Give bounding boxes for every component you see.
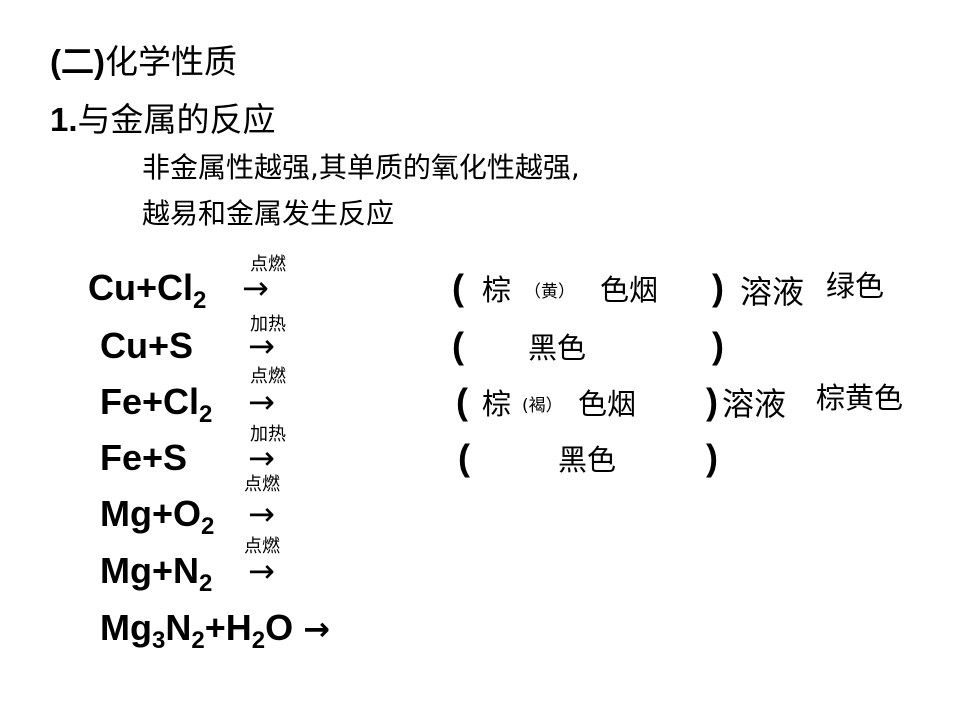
close-paren: ) — [712, 267, 724, 308]
solution-color: 绿色 — [826, 269, 885, 303]
solution-color: 棕黄色 — [816, 381, 904, 415]
equation-mg-o2: Mg+O2 — [100, 493, 214, 539]
subscript: 2 — [201, 513, 215, 540]
formula-text: N — [165, 607, 192, 648]
close-paren: ) — [706, 381, 718, 422]
open-paren: ( — [452, 267, 464, 308]
reaction-condition: 点燃 — [250, 254, 286, 275]
equation-mg3n2-h2o: Mg3N2+H2O → — [100, 607, 330, 653]
subscript: 2 — [193, 287, 207, 314]
sub-title: 与金属的反应 — [77, 100, 276, 139]
open-paren: ( — [458, 437, 470, 478]
subscript: 2 — [199, 570, 213, 597]
section-prefix: (二) — [50, 43, 105, 80]
equation-mg-n2: Mg+N2 — [100, 550, 212, 596]
reaction-arrow: → — [303, 610, 330, 648]
solution-label: 溶液 — [722, 385, 787, 423]
subscript: 2 — [199, 401, 213, 428]
formula-text: Mg+O — [100, 493, 202, 534]
open-paren: ( — [456, 381, 468, 422]
sub-prefix: 1. — [50, 101, 78, 138]
reaction-condition: 加热 — [250, 314, 286, 335]
sub-heading: 1.与金属的反应 — [50, 103, 276, 136]
equation-cu-s: Cu+S — [100, 328, 193, 364]
equation-cu-cl2: Cu+Cl2 — [88, 267, 206, 313]
intro-line-2: 越易和金属发生反应 — [142, 197, 395, 230]
observation-alt-color: （黄） — [524, 282, 575, 302]
observation-color: 黑色 — [528, 331, 587, 365]
reaction-condition: 点燃 — [244, 474, 280, 495]
observation-smoke: 色烟 — [600, 273, 659, 307]
formula-text: Mg — [100, 607, 152, 648]
formula-text: +H — [204, 607, 252, 648]
reaction-condition: 点燃 — [250, 366, 286, 387]
reaction-arrow: → — [248, 552, 275, 590]
observation-color: 棕 — [482, 273, 512, 307]
formula-text: O — [265, 607, 304, 648]
observation-smoke: 色烟 — [578, 387, 637, 421]
open-paren: ( — [452, 325, 464, 366]
section-title: 化学性质 — [104, 42, 237, 81]
close-paren: ) — [706, 437, 718, 478]
reaction-arrow: → — [248, 495, 275, 533]
formula-text: Fe+S — [100, 437, 188, 478]
reaction-arrow: → — [248, 383, 275, 421]
reaction-condition: 加热 — [250, 424, 286, 445]
section-heading: (二)化学性质 — [50, 45, 237, 78]
reaction-arrow: → — [242, 269, 269, 307]
subscript: 3 — [151, 627, 166, 654]
intro-line-1: 非金属性越强,其单质的氧化性越强, — [142, 151, 580, 184]
formula-text: Cu+S — [100, 325, 194, 366]
reaction-arrow: → — [248, 327, 275, 365]
reaction-arrow: → — [248, 439, 275, 477]
formula-text: Fe+Cl — [100, 381, 200, 422]
formula-text: Mg+N — [100, 550, 199, 591]
equation-fe-s: Fe+S — [100, 440, 187, 476]
subscript: 2 — [251, 627, 266, 654]
equation-fe-cl2: Fe+Cl2 — [100, 381, 212, 427]
formula-text: Cu+Cl — [88, 267, 194, 308]
observation-alt-color: (褐） — [522, 396, 563, 416]
subscript: 2 — [191, 627, 205, 654]
reaction-condition: 点燃 — [244, 536, 280, 557]
observation-color: 棕 — [482, 387, 512, 421]
solution-label: 溶液 — [740, 273, 805, 311]
close-paren: ) — [712, 325, 724, 366]
observation-color: 黑色 — [558, 443, 617, 477]
